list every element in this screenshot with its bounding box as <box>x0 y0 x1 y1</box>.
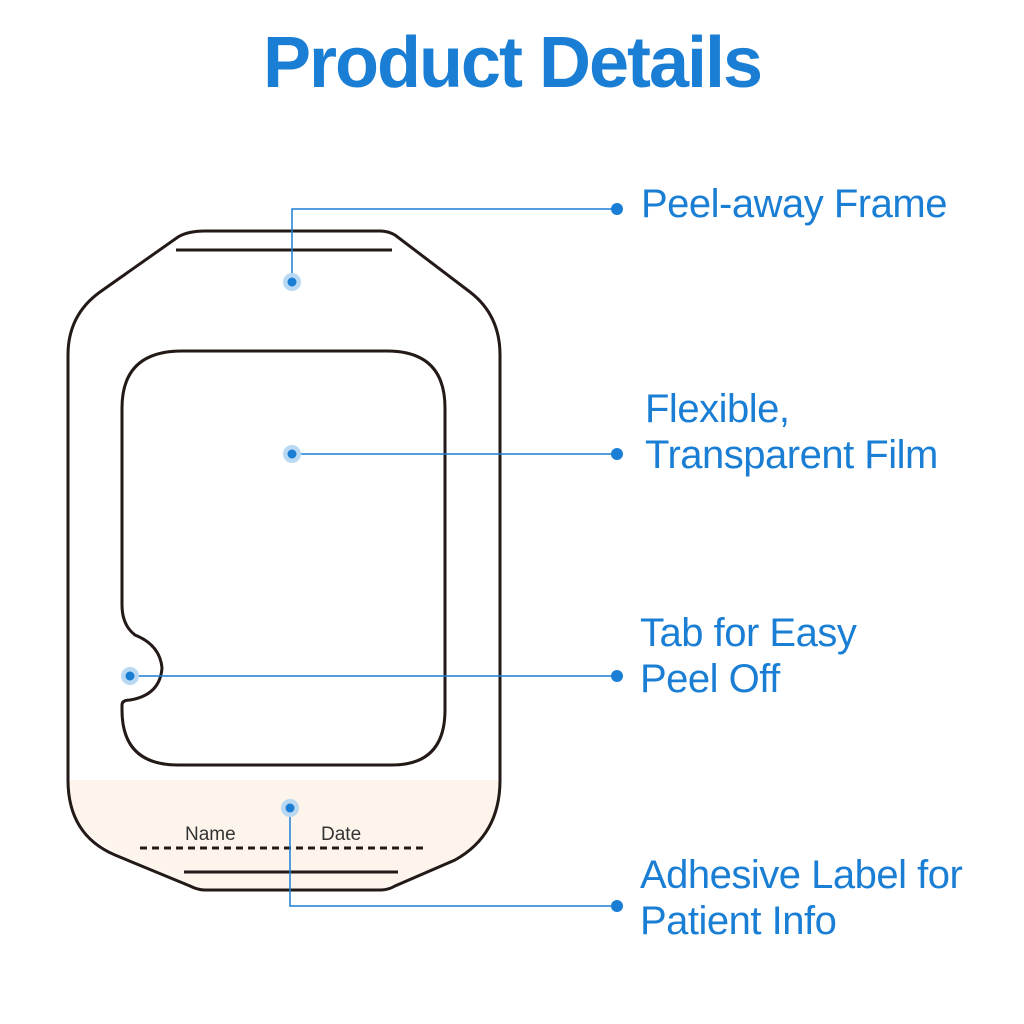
callout-adhesive-label: Adhesive Label for Patient Info <box>640 852 963 944</box>
callout-line-peel-away-frame <box>283 203 623 291</box>
label-field-date: Date <box>321 824 361 845</box>
callout-text-line: Tab for Easy <box>640 611 857 655</box>
page-title: Product Details <box>262 23 763 103</box>
callout-peel-away-frame: Peel-away Frame <box>641 181 947 227</box>
dressing-outer-frame <box>66 229 502 892</box>
callout-text-line: Peel-away Frame <box>641 182 947 226</box>
callout-text-line: Peel Off <box>640 657 780 701</box>
callout-transparent-film: Flexible, Transparent Film <box>645 386 938 478</box>
callout-text-line: Transparent Film <box>645 433 938 477</box>
callout-text-line: Adhesive Label for <box>640 853 963 897</box>
callout-text-line: Flexible, <box>645 387 790 431</box>
label-field-name: Name <box>185 824 236 845</box>
callout-text-line: Patient Info <box>640 899 837 943</box>
callout-line-adhesive-label <box>281 799 623 912</box>
transparent-film-window <box>120 349 447 767</box>
callout-line-peel-tab <box>121 667 623 685</box>
adhesive-label-area <box>68 780 500 890</box>
callout-peel-tab: Tab for Easy Peel Off <box>640 610 857 702</box>
callout-line-transparent-film <box>283 445 623 463</box>
